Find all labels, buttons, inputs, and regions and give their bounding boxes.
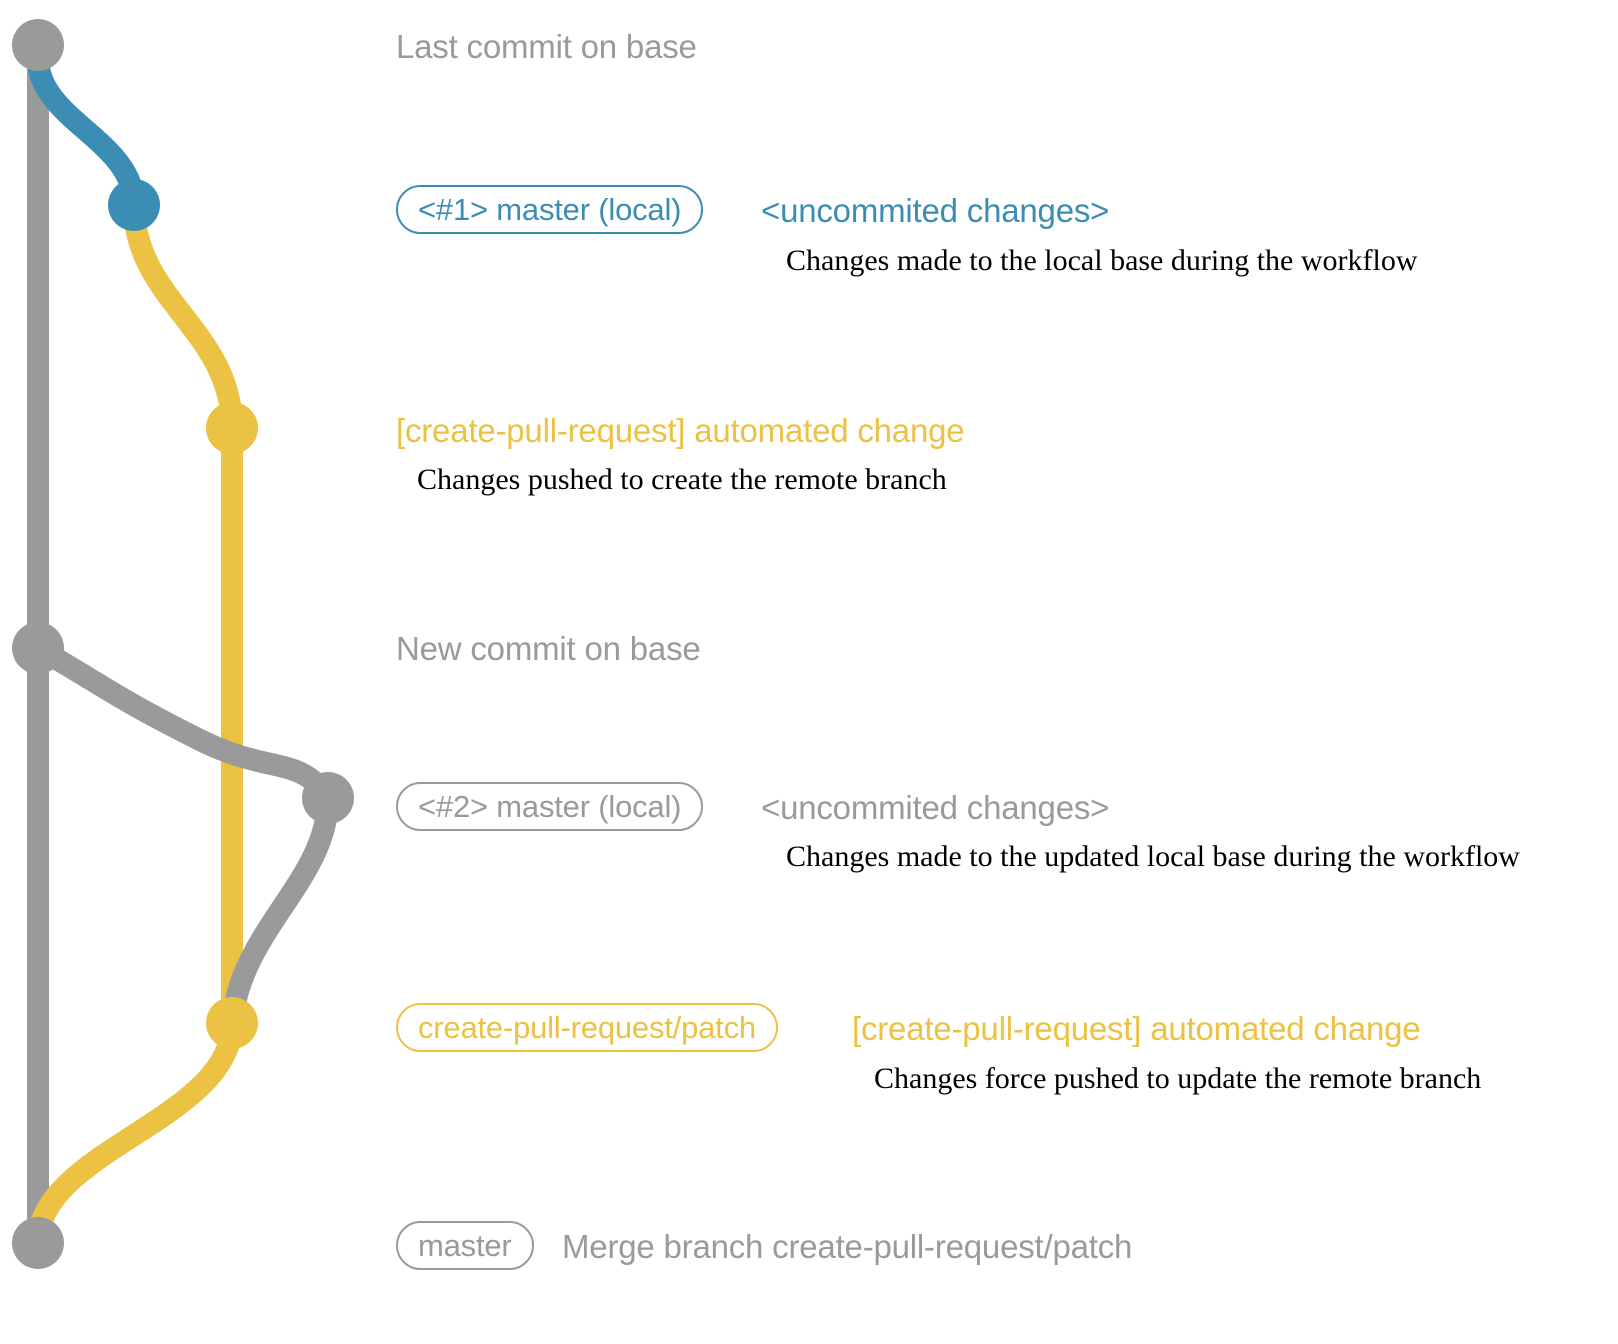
edge-remote2-to-merge xyxy=(27,1012,243,1254)
edge-local2-to-remote2 xyxy=(221,787,339,1034)
edge-basenew-to-local2 xyxy=(27,637,339,809)
label-automated-change-1: [create-pull-request] automated change xyxy=(396,412,965,449)
subject-uncommited-changes-2: <uncommited changes> xyxy=(761,789,1110,826)
badge-master-local-2[interactable]: <#2> master (local) xyxy=(396,782,704,831)
commit-node-base-last[interactable] xyxy=(12,19,64,71)
badge-master[interactable]: master xyxy=(396,1221,534,1270)
commit-node-remote-2[interactable] xyxy=(206,997,258,1049)
subject-automated-change-2: [create-pull-request] automated change xyxy=(852,1010,1421,1047)
commit-node-local-2[interactable] xyxy=(302,772,354,824)
subject-merge-branch: Merge branch create-pull-request/patch xyxy=(562,1228,1133,1265)
subject-uncommited-changes-1: <uncommited changes> xyxy=(761,192,1110,229)
edge-local1-to-remote1 xyxy=(123,194,243,439)
label-last-commit-on-base: Last commit on base xyxy=(396,28,697,65)
description-local-change-2: Changes made to the updated local base d… xyxy=(786,840,1520,873)
description-local-change-1: Changes made to the local base during th… xyxy=(786,244,1418,277)
commit-node-base-new[interactable] xyxy=(12,622,64,674)
description-remote-push-1: Changes pushed to create the remote bran… xyxy=(417,463,947,496)
commit-node-remote-1[interactable] xyxy=(206,402,258,454)
description-remote-force-push: Changes force pushed to update the remot… xyxy=(874,1062,1482,1095)
commit-node-local-1[interactable] xyxy=(108,179,160,231)
label-new-commit-on-base: New commit on base xyxy=(396,630,701,667)
commit-graph xyxy=(12,19,354,1269)
commit-node-merge-master[interactable] xyxy=(12,1217,64,1269)
badge-master-local-1[interactable]: <#1> master (local) xyxy=(396,185,704,234)
badge-create-pull-request-patch[interactable]: create-pull-request/patch xyxy=(396,1003,778,1052)
